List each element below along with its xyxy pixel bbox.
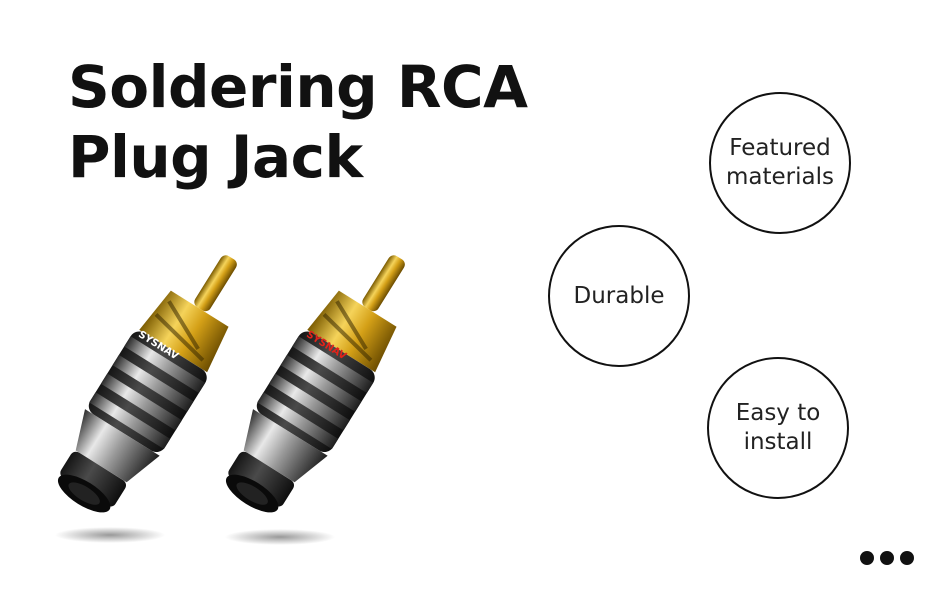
title-line-2: Plug Jack [68,123,363,191]
rca-plug-product-image: SYSNAV SYSNAV [55,255,405,545]
feature-label-line-1: Durable [573,282,665,309]
plug-shadow [225,529,335,545]
dot [880,551,894,565]
feature-bubble-durable: Durable [548,225,690,367]
feature-label-line-1: Easy to [735,400,821,426]
feature-bubble-featured-materials: Featured materials [709,92,851,234]
dot [860,551,874,565]
plug-shadow [55,527,165,543]
rca-plug-left: SYSNAV [57,255,237,513]
title-line-1: Soldering RCA [68,53,528,121]
page-title: Soldering RCA Plug Jack [68,52,528,192]
more-dots-icon[interactable] [860,551,914,565]
feature-label-line-2: materials [726,164,834,190]
feature-label-line-1: Featured [729,135,831,161]
feature-label-line-2: install [743,429,813,455]
feature-bubble-easy-to-install: Easy to install [707,357,849,499]
rca-plug-right: SYSNAV [225,255,405,513]
dot [900,551,914,565]
